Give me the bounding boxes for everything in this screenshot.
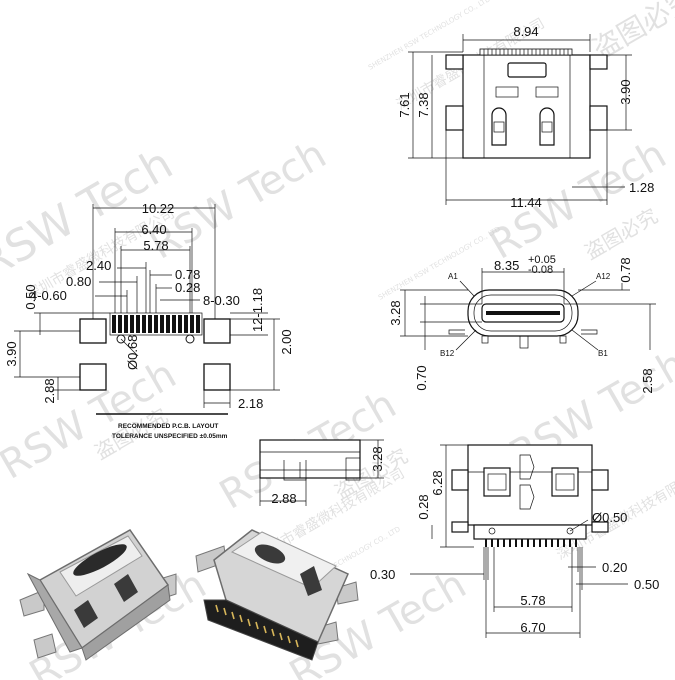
dim-pcb-0-78: 0.78 — [175, 267, 200, 282]
pcb-pad — [203, 318, 231, 344]
dim-side-offset: 2.88 — [271, 491, 296, 506]
mount-tab — [445, 54, 464, 70]
dim-pin-span: 5.78 — [520, 593, 545, 608]
dim-pcb-4-0-60: 4-0.60 — [30, 288, 67, 303]
dim-pin-gap: 0.20 — [602, 560, 627, 575]
dim-pcb-pin-span: 5.78 — [143, 238, 168, 253]
product-photo-front — [19, 529, 177, 661]
dim-pcb-0-80: 0.80 — [66, 274, 91, 289]
pcb-pad — [203, 363, 231, 391]
bottom-view: 6.28 0.28 Ø0.50 0.30 0.20 0.50 5.78 6.70 — [370, 444, 659, 638]
dim-tab-pitch: 3.90 — [618, 79, 633, 104]
pin-label-b12: B12 — [440, 349, 455, 358]
dim-post-diameter: Ø0.50 — [592, 510, 627, 525]
dim-body-length: 7.38 — [416, 92, 431, 117]
pin-label-a12: A12 — [596, 272, 611, 281]
dim-opening-width: 8.35 — [494, 258, 519, 273]
bottom-pin-row — [485, 539, 577, 547]
dim-shell-height: 3.28 — [388, 300, 403, 325]
pcb-layout: Ø0.68 10.22 6.40 5.78 2.40 0.80 4-0.60 0… — [4, 201, 294, 440]
dim-ledge-height: 0.28 — [416, 494, 431, 519]
pin-label-a1: A1 — [448, 272, 458, 281]
front-view: A1 A12 B12 B1 8.35 +0.05 -0.08 0.78 3.28… — [388, 254, 656, 394]
dim-pcb-hole-span: 6.40 — [141, 222, 166, 237]
dim-pcb-8-0-30: 8-0.30 — [203, 293, 240, 308]
pcb-note-title: RECOMMENDED P.C.B. LAYOUT — [118, 423, 218, 430]
dim-top-gap: 0.78 — [618, 257, 633, 282]
dim-bottom-length: 6.28 — [430, 470, 445, 495]
dim-tolerance-minus: -0.08 — [528, 264, 553, 276]
pin-label-b1: B1 — [598, 349, 608, 358]
dim-pcb-0-28: 0.28 — [175, 280, 200, 295]
dim-overall-width: 11.44 — [510, 195, 542, 210]
top-pin-row — [479, 48, 573, 56]
dim-pcb-2-40: 2.40 — [86, 258, 111, 273]
pcb-pad — [79, 363, 107, 391]
side-body-outline — [259, 439, 361, 479]
dim-tongue-offset: 0.70 — [414, 365, 429, 390]
dim-tab-width: 1.28 — [629, 180, 654, 195]
dim-tolerance-plus: +0.05 — [528, 254, 556, 266]
dim-overall-length: 7.61 — [397, 92, 412, 117]
pcb-note-tolerance: TOLERANCE UNSPECIFIED ±0.05mm — [112, 433, 228, 440]
dim-pcb-0-50: 0.50 — [23, 284, 38, 309]
side-view: 3.28 2.88 — [259, 439, 385, 506]
product-photo-rear — [195, 529, 359, 661]
dim-tongue-height: 2.58 — [640, 368, 655, 393]
dim-pcb-span: 10.22 — [142, 201, 175, 216]
mount-tab — [589, 105, 608, 131]
dim-pin-overall: 6.70 — [520, 620, 545, 635]
dim-hole-diameter: Ø0.68 — [125, 335, 140, 370]
dim-side-height: 3.28 — [370, 446, 385, 471]
pcb-hole — [116, 334, 126, 344]
dim-pcb-2-00: 2.00 — [279, 329, 294, 354]
dim-pcb-12-1-18: 12-1.18 — [250, 288, 265, 332]
dim-pcb-3-90: 3.90 — [4, 341, 19, 366]
dim-pcb-2-88: 2.88 — [42, 378, 57, 403]
dim-pin-pitch: 0.50 — [634, 577, 659, 592]
pcb-pad — [79, 318, 107, 344]
pcb-hole — [185, 334, 195, 344]
dim-pin-width: 0.30 — [370, 567, 395, 582]
mount-tab — [589, 54, 608, 70]
dim-body-width: 8.94 — [513, 24, 538, 39]
mount-tab — [445, 105, 464, 131]
dim-pcb-2-18: 2.18 — [238, 396, 263, 411]
watermark-brand: RSW Tech — [142, 131, 334, 268]
pcb-signal-pads — [109, 312, 203, 336]
top-view: 8.94 11.44 7.61 7.38 3.90 1.28 — [397, 24, 654, 210]
